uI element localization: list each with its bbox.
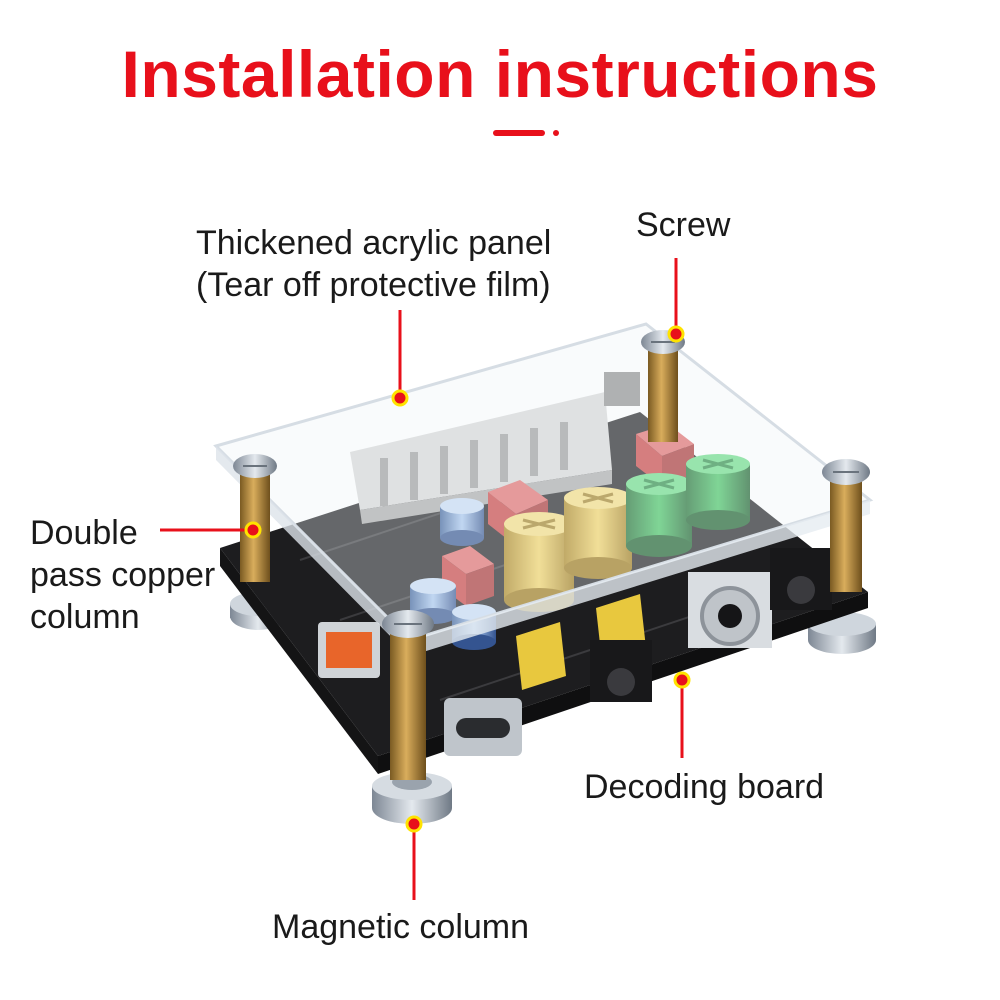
callout-screw	[667, 258, 685, 343]
callout-board	[673, 671, 691, 758]
label-copper-column: Double pass copper column	[30, 512, 215, 638]
screw-icon	[233, 454, 277, 478]
copper-column-icon	[648, 346, 678, 442]
label-decoding-board: Decoding board	[584, 768, 825, 806]
label-line: column	[30, 598, 140, 636]
relay	[442, 546, 494, 606]
rca-jack-icon	[688, 572, 772, 648]
audio-jack-icon	[770, 548, 832, 610]
label-magnetic-column: Magnetic column	[272, 908, 530, 946]
title-underline	[493, 130, 545, 136]
screw-icon	[382, 610, 434, 638]
label-line: Thickened acrylic panel	[196, 224, 552, 262]
label-line: Double	[30, 514, 138, 552]
copper-column-icon	[830, 476, 862, 592]
capacitor-icon	[410, 578, 456, 624]
callout-copper	[160, 521, 262, 539]
label-acrylic-panel: Thickened acrylic panel (Tear off protec…	[196, 222, 551, 306]
callout-magnet	[405, 815, 423, 900]
audio-jack-icon	[590, 640, 652, 702]
capacitor-icon	[564, 487, 632, 579]
capacitor-icon	[626, 473, 692, 557]
label-screw: Screw	[636, 206, 731, 244]
capacitor-icon	[440, 498, 484, 546]
connector-icon	[350, 372, 640, 524]
capacitor-icon	[686, 454, 750, 530]
usb-c-port-icon	[444, 698, 522, 756]
label-line: (Tear off protective film)	[196, 266, 551, 304]
callout-panel	[391, 310, 409, 407]
usb-a-port-icon	[318, 622, 380, 678]
copper-column-icon	[390, 630, 426, 780]
title-underline-dot	[553, 130, 559, 136]
screw-icon	[822, 459, 870, 485]
page-title: Installation instructions	[121, 37, 879, 111]
label-line: pass copper	[30, 556, 216, 594]
